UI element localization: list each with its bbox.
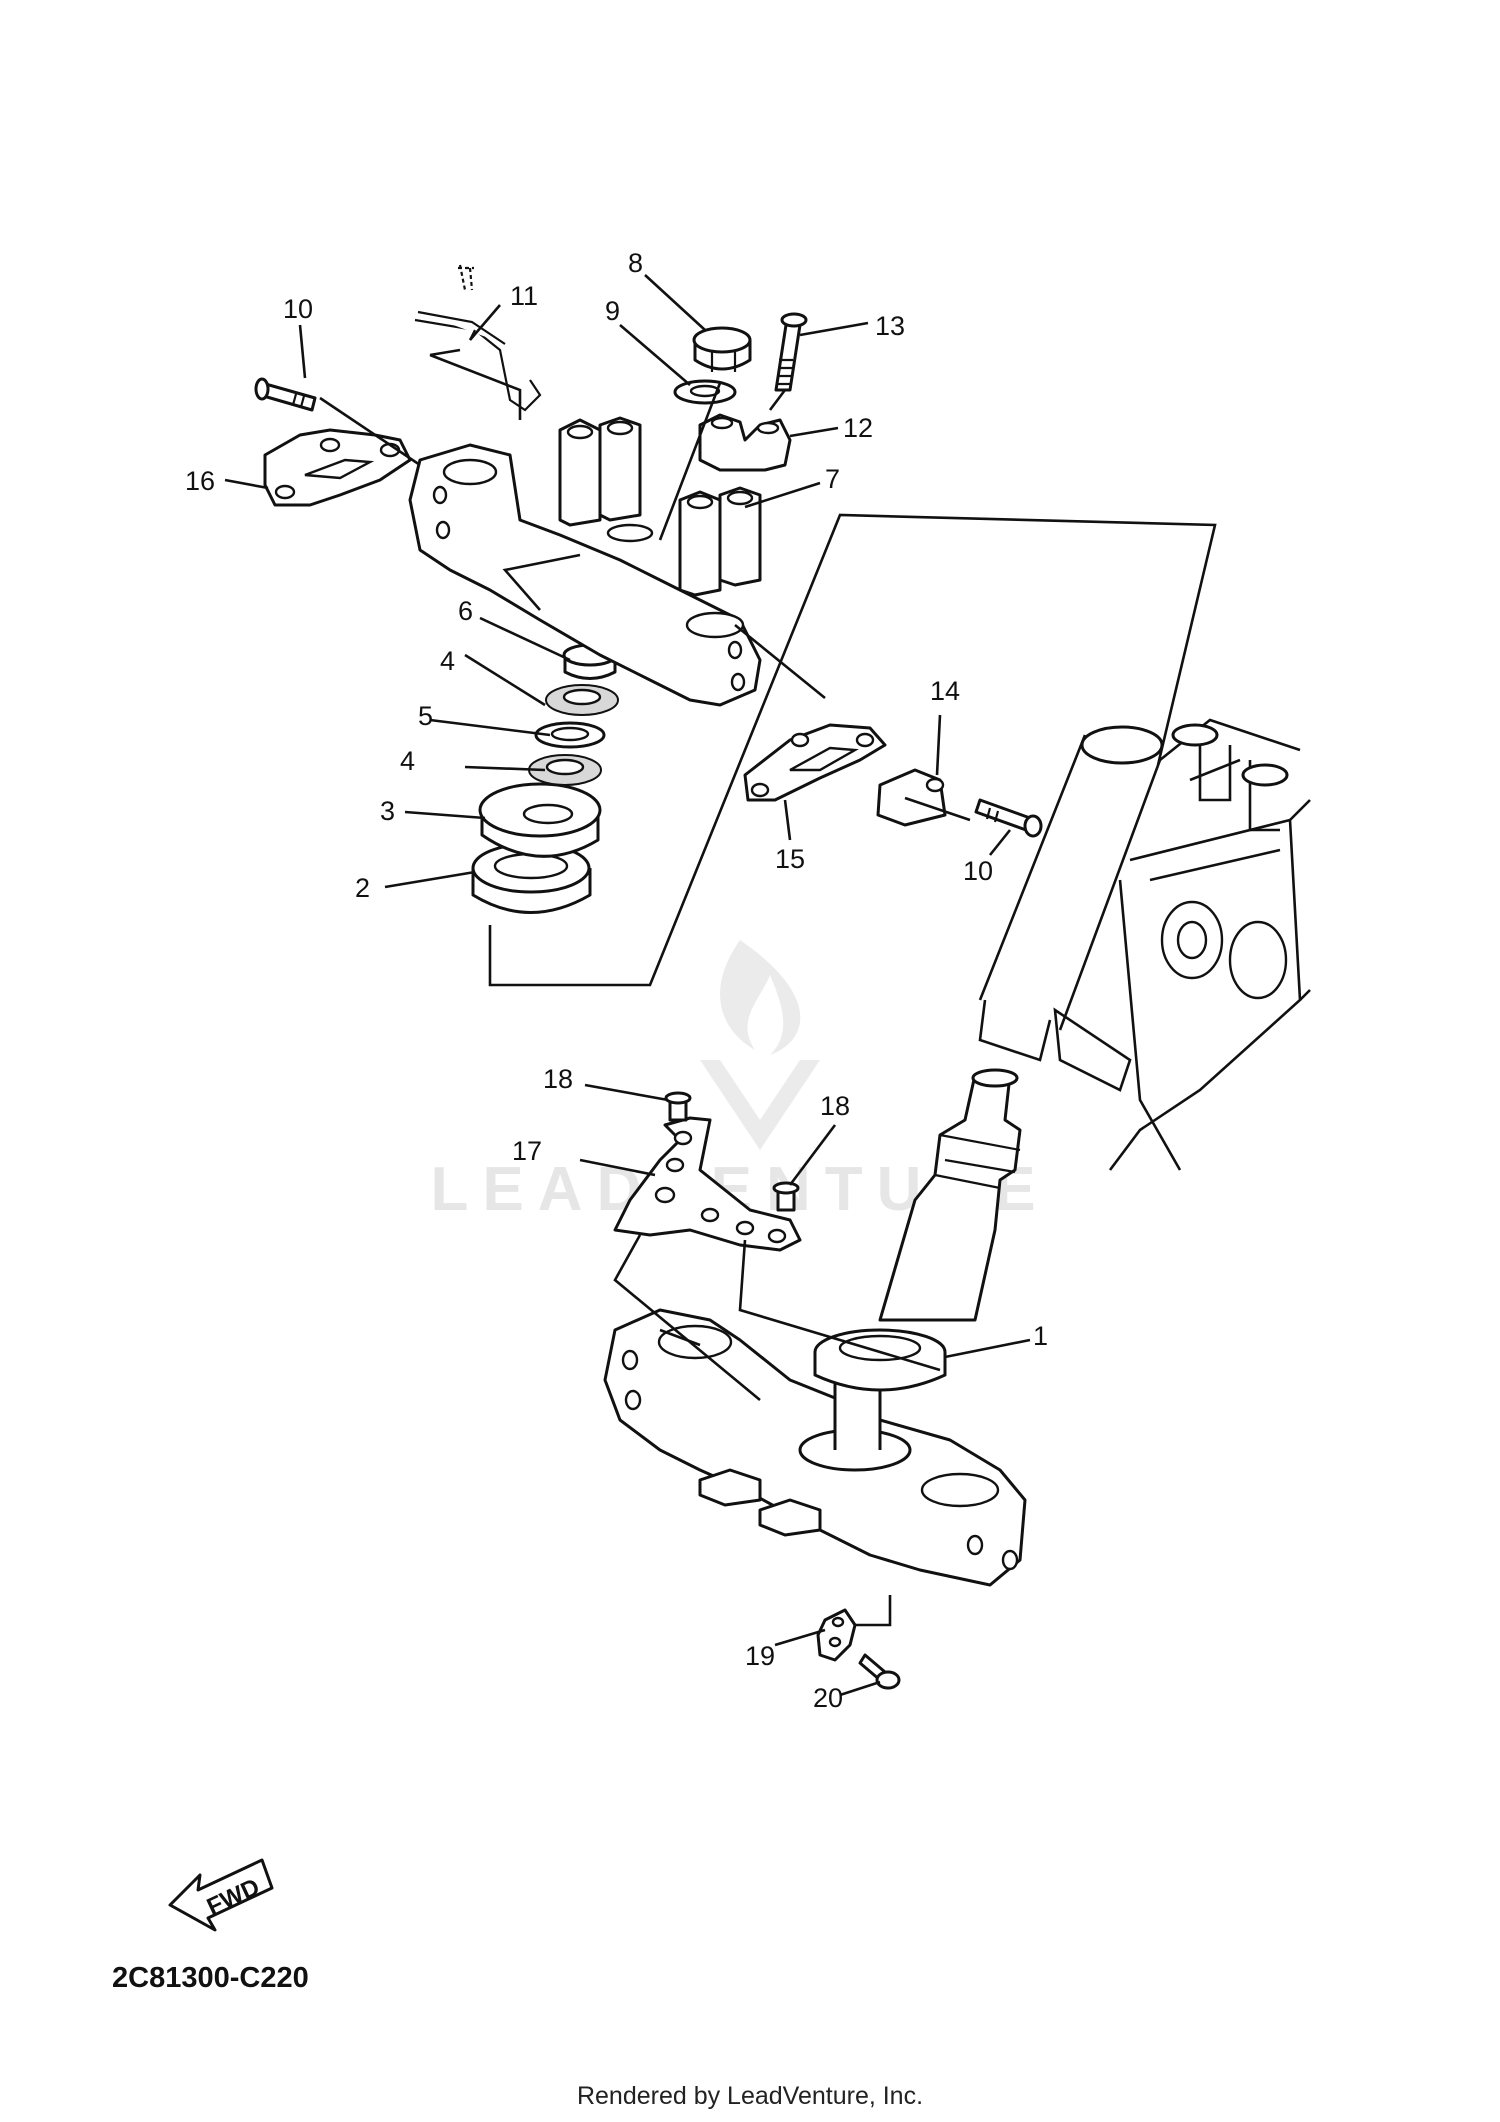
callout-10-upper[interactable]: 10: [283, 294, 313, 324]
lower-bracket: [603, 1308, 1027, 1587]
callout-2[interactable]: 2: [355, 873, 370, 903]
callout-leaders: [224, 274, 1031, 1697]
part-5-washer: [534, 721, 606, 749]
part-20-bolt: [858, 1653, 901, 1690]
callout-20[interactable]: 20: [813, 1683, 843, 1713]
part-18-screw-left: [664, 1091, 692, 1122]
part-12-handlebar-holder: [698, 413, 792, 472]
part-3-seal: [478, 782, 602, 858]
callout-7[interactable]: 7: [825, 464, 840, 494]
frame-steering-head: [978, 718, 1311, 1171]
callout-14[interactable]: 14: [930, 676, 960, 706]
callout-labels: 1 2 3 4 4 5 6 7 8 9 10 10 11 12 13 14 15…: [185, 248, 1048, 1713]
part-19-plate: [816, 1608, 857, 1662]
fwd-arrow-icon: FWD: [168, 1858, 274, 1932]
part-4-bearing-lower: [528, 754, 602, 786]
callout-18-left[interactable]: 18: [543, 1064, 573, 1094]
part-18-screw-right: [772, 1181, 800, 1212]
assembly-lines: [319, 348, 1217, 1627]
callout-15[interactable]: 15: [775, 844, 805, 874]
part-10-bolt-lower: [974, 798, 1043, 838]
rendered-by-text: Rendered by LeadVenture, Inc.: [576, 2082, 924, 2110]
callout-11[interactable]: 11: [510, 281, 538, 311]
part-7-upper-bracket: [408, 416, 762, 707]
part-17-bracket: [613, 1116, 802, 1252]
callout-6[interactable]: 6: [458, 596, 473, 626]
part-6-collar: [562, 643, 618, 680]
callout-1[interactable]: 1: [1033, 1321, 1048, 1351]
callout-3[interactable]: 3: [380, 796, 395, 826]
callout-9[interactable]: 9: [605, 296, 620, 326]
part-16-plate: [263, 428, 412, 507]
part-13-bolt: [774, 312, 808, 392]
part-14-clamp: [876, 768, 947, 827]
part-15-plate: [743, 723, 887, 802]
callout-17[interactable]: 17: [512, 1136, 542, 1166]
part-10-bolt-upper: [254, 377, 317, 412]
part-8-nut: [692, 326, 752, 372]
part-9-washer: [673, 379, 737, 405]
steering-stem-shaft: [878, 1068, 1022, 1322]
callout-4-lower[interactable]: 4: [400, 746, 415, 776]
callout-16[interactable]: 16: [185, 466, 215, 496]
callout-5[interactable]: 5: [418, 701, 433, 731]
diagram-code: 2C81300-C220: [112, 1962, 309, 1994]
part-2-bearing: [471, 842, 592, 914]
callout-19[interactable]: 19: [745, 1641, 775, 1671]
callout-10-lower[interactable]: 10: [963, 856, 993, 886]
callout-12[interactable]: 12: [843, 413, 873, 443]
callout-4-upper[interactable]: 4: [440, 646, 455, 676]
part-4-bearing-upper: [545, 684, 619, 716]
callout-18-right[interactable]: 18: [820, 1091, 850, 1121]
callout-13[interactable]: 13: [875, 311, 905, 341]
callout-8[interactable]: 8: [628, 248, 643, 278]
